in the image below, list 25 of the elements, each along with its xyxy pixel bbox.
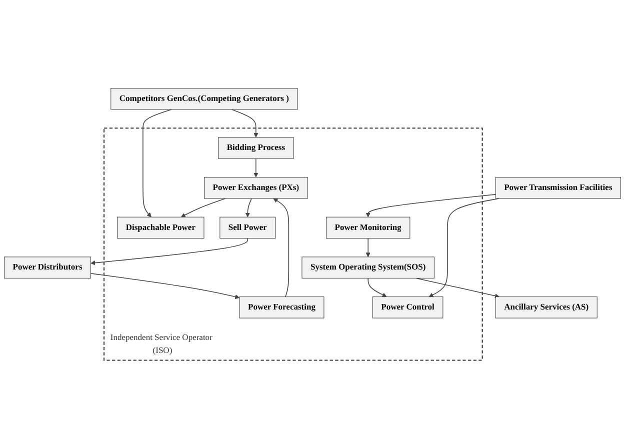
arrow — [142, 108, 172, 218]
arrow — [273, 198, 290, 297]
node-box: Sell Power — [220, 216, 276, 238]
arrow — [90, 272, 240, 299]
arrow — [366, 194, 496, 218]
node-box: Power Transmission Facilities — [495, 176, 622, 198]
node-box: Power Forecasting — [239, 296, 324, 318]
arrow — [368, 278, 387, 297]
arrow — [254, 158, 258, 178]
node-box: Power Distributors — [4, 256, 91, 278]
node-box: Dispachable Power — [117, 216, 204, 238]
arrow — [428, 198, 500, 297]
node-box: Ancillary Services (AS) — [495, 296, 598, 318]
arrow — [90, 238, 248, 265]
node-box: Competitors GenCos.(Competing Generators ) — [110, 88, 298, 110]
node-box: Power Control — [372, 296, 444, 318]
arrow — [416, 278, 500, 298]
arrow — [180, 198, 226, 218]
arrow — [366, 238, 370, 257]
arrow — [245, 198, 252, 218]
node-box: Power Monitoring — [326, 216, 410, 238]
node-box: Power Exchanges (PXs) — [204, 176, 308, 198]
arrow — [231, 108, 258, 138]
node-box: Bidding Process — [218, 136, 294, 159]
node-box: System Operating System(SOS) — [302, 256, 434, 278]
